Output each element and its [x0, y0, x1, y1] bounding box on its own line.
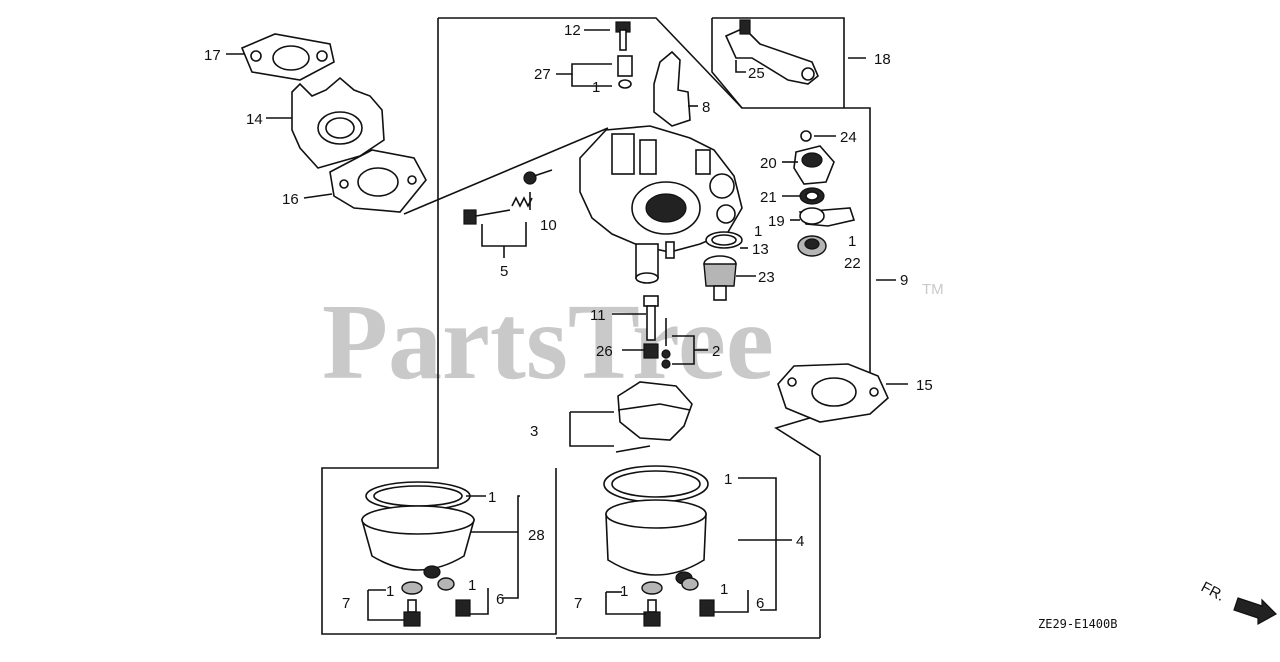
screw-10 [523, 169, 553, 185]
direction-label: FR. [1198, 579, 1227, 605]
callout-12: 12 [564, 22, 581, 39]
needle-2 [661, 318, 671, 369]
callout-21: 21 [760, 189, 777, 206]
callout-5: 5 [500, 263, 508, 280]
pin-27 [617, 55, 633, 89]
float-3 [615, 381, 693, 453]
callout-27: 27 [534, 66, 551, 83]
callout-6: 6 [496, 591, 504, 608]
gasket-16 [329, 149, 427, 213]
callout-20: 20 [760, 155, 777, 172]
carburetor-body [579, 125, 743, 284]
choke-lever-19 [798, 207, 856, 227]
callout-1: 1 [468, 577, 476, 594]
screw-5 [463, 209, 511, 225]
bolt-7-right [641, 581, 663, 627]
direction-arrow: FR. [1198, 579, 1277, 626]
jet-26 [643, 343, 659, 359]
callout-7: 7 [342, 595, 350, 612]
bolt-6-right [681, 577, 715, 617]
callout-25: 25 [748, 65, 765, 82]
float-bowl-4 [603, 465, 709, 585]
cover-8 [653, 50, 691, 127]
watermark-tm: TM [922, 281, 944, 298]
o-ring-13 [705, 231, 743, 249]
nozzle-11 [643, 295, 659, 341]
callout-28: 28 [528, 527, 545, 544]
callout-18: 18 [874, 51, 891, 68]
callout-1: 1 [848, 233, 856, 250]
callout-26: 26 [596, 343, 613, 360]
callout-7: 7 [574, 595, 582, 612]
callout-1: 1 [488, 489, 496, 506]
callout-11: 11 [590, 307, 606, 324]
callout-9: 9 [900, 272, 908, 289]
throttle-lever-18 [724, 19, 819, 85]
callout-23: 23 [758, 269, 775, 286]
gasket-16-leader [403, 127, 609, 215]
callout-16: 16 [282, 191, 299, 208]
callout-3: 3 [530, 423, 538, 440]
choke-collar-21 [799, 187, 825, 205]
callout-4: 4 [796, 533, 804, 550]
plug-23 [703, 255, 737, 301]
callout-1: 1 [720, 581, 728, 598]
callout-2: 2 [712, 343, 720, 360]
diagram-code: ZE29-E1400B [1038, 617, 1117, 631]
callout-1: 1 [620, 583, 628, 600]
callout-13: 13 [752, 241, 769, 258]
screw-24 [800, 130, 812, 142]
leader-lines [226, 29, 908, 621]
callout-8: 8 [702, 99, 710, 116]
nut-22 [797, 235, 827, 257]
callout-17: 17 [204, 47, 221, 64]
bolt-6-left [437, 577, 471, 617]
gasket-15 [777, 363, 889, 423]
insulator-14 [291, 76, 385, 169]
callout-24: 24 [840, 129, 857, 146]
callout-10: 10 [540, 217, 557, 234]
callout-1: 1 [724, 471, 732, 488]
callout-1: 1 [386, 583, 394, 600]
callout-1: 1 [754, 223, 762, 240]
callout-6: 6 [756, 595, 764, 612]
choke-plate-20 [793, 145, 835, 185]
assembly-outline [321, 17, 871, 639]
screw-12 [615, 21, 631, 51]
spring-5 [511, 196, 533, 208]
watermark-text: PartsTree [322, 283, 774, 402]
callout-14: 14 [246, 111, 263, 128]
callout-15: 15 [916, 377, 933, 394]
gasket-17 [240, 33, 335, 81]
callout-19: 19 [768, 213, 785, 230]
callout-22: 22 [844, 255, 861, 272]
float-bowl-28 [360, 481, 476, 579]
bolt-7-left [401, 581, 423, 627]
callout-1: 1 [592, 79, 600, 96]
